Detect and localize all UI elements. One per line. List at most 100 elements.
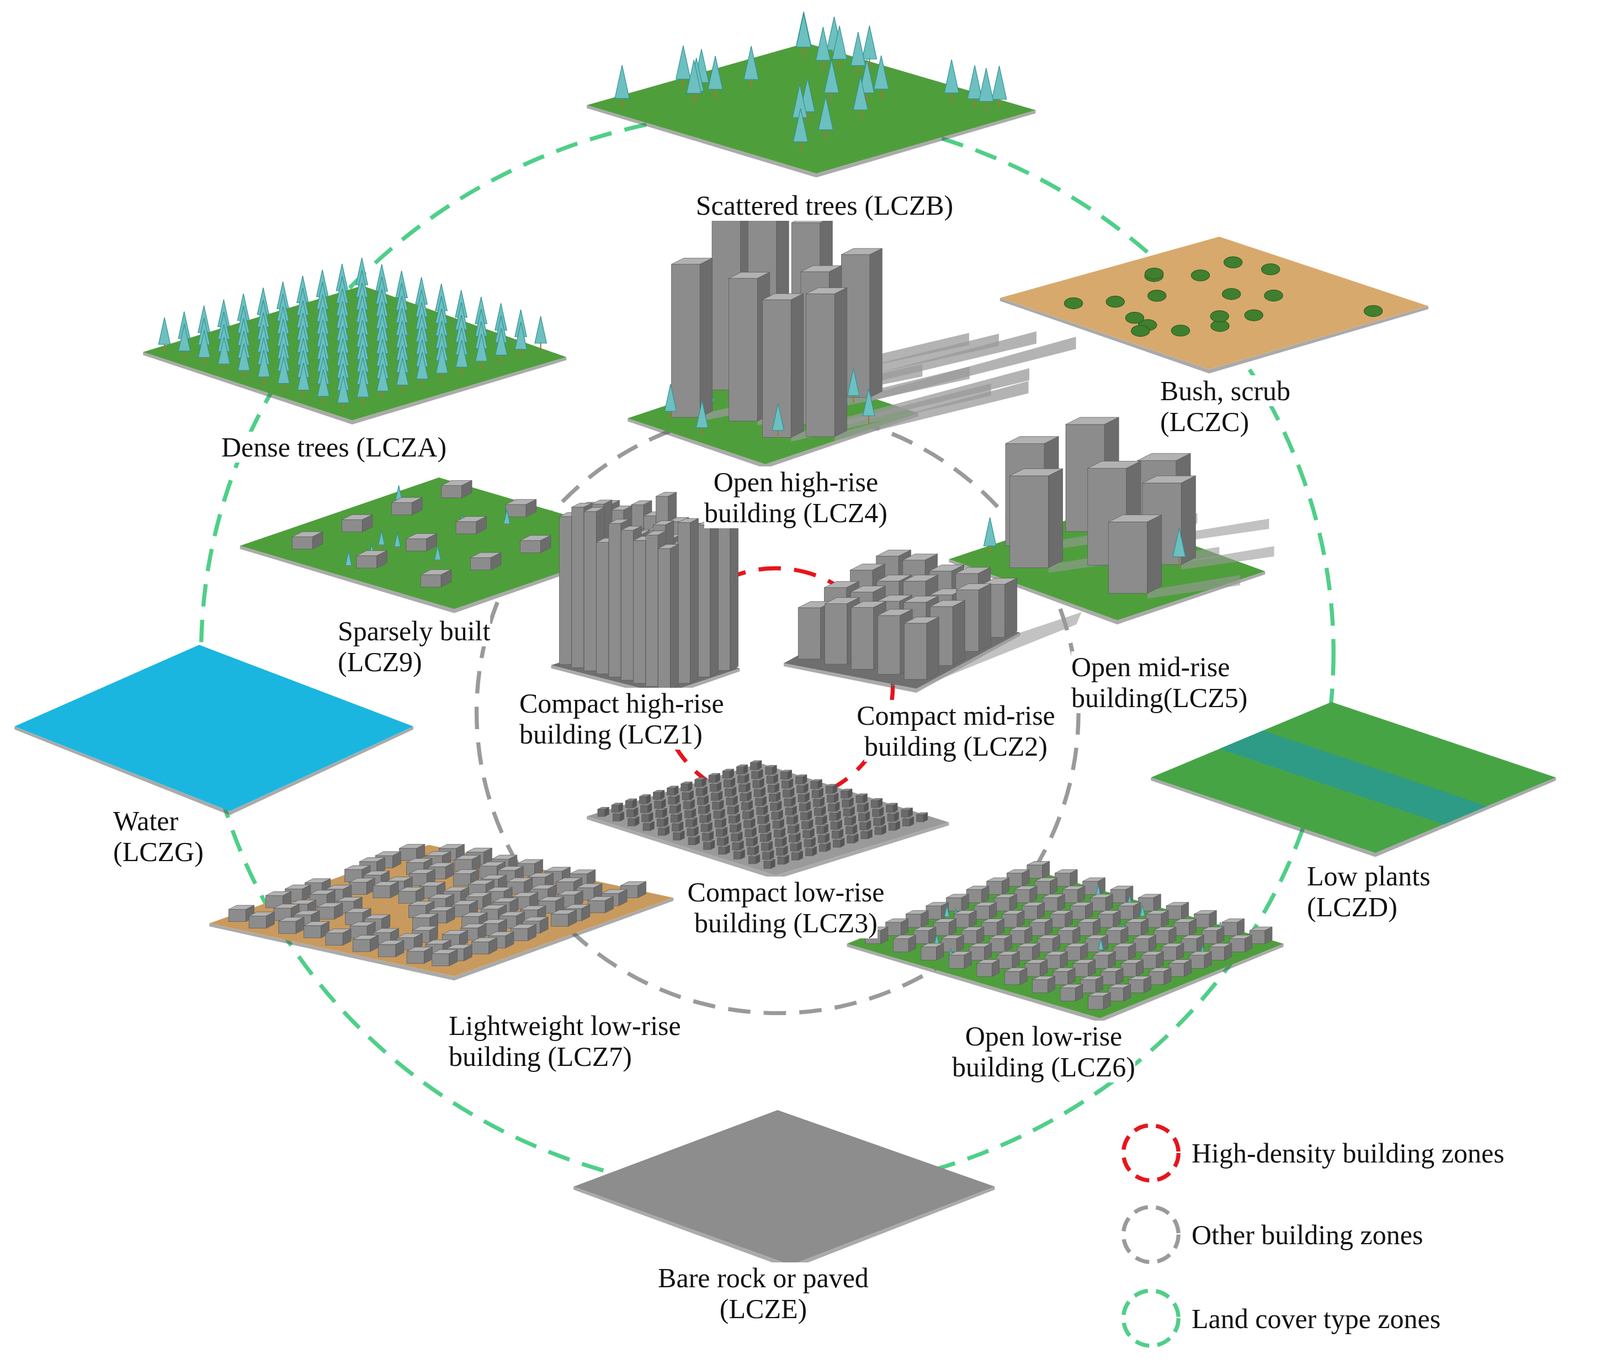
zone-label: Water (LCZG) — [113, 805, 232, 868]
building-front — [798, 607, 821, 659]
tree-crown — [979, 67, 994, 102]
tree-crown — [614, 65, 630, 99]
building-side — [1161, 910, 1169, 927]
building-front — [571, 507, 584, 668]
bush — [1106, 295, 1125, 307]
legend-entry: Other building zones — [1191, 1219, 1600, 1251]
building-side — [797, 841, 802, 852]
building-side — [992, 959, 1000, 977]
building-side — [838, 828, 843, 839]
building-front — [771, 812, 779, 820]
zone-label: Dense trees (LCZA) — [168, 431, 500, 463]
building-side — [735, 814, 740, 824]
building-side — [810, 828, 815, 838]
building-front — [1032, 979, 1049, 993]
building-front — [642, 823, 651, 831]
building-front — [611, 804, 619, 812]
building-side — [1017, 910, 1025, 927]
building-front — [587, 900, 605, 913]
building-front — [681, 783, 689, 791]
building-front — [657, 827, 666, 836]
zone-label-text: Open mid-rise building(LCZ5) — [1071, 651, 1248, 714]
building-side — [964, 951, 972, 969]
bush — [1147, 290, 1167, 302]
other-building-zone-ring — [476, 411, 1079, 1014]
building-side — [751, 818, 756, 828]
building-side — [1133, 902, 1141, 919]
tree-crown — [495, 327, 507, 355]
building-front — [228, 909, 246, 922]
building-front — [352, 939, 370, 952]
building-side — [880, 816, 885, 826]
building-front — [753, 789, 762, 797]
building-side — [881, 825, 886, 835]
building-side — [805, 792, 810, 802]
tree-crown — [345, 550, 352, 566]
zone-label: Open low-rise building (LCZ6) — [936, 1020, 1152, 1083]
building-side — [1204, 951, 1212, 969]
building-side — [1095, 975, 1103, 993]
building-front — [743, 820, 752, 828]
building-side — [1103, 992, 1111, 1009]
building-side — [909, 816, 914, 827]
building-front — [470, 557, 491, 570]
building-side — [689, 790, 694, 801]
building-side — [703, 786, 708, 796]
building-side — [748, 800, 753, 811]
zone-label-text: Open high-rise building (LCZ4) — [704, 466, 888, 529]
building-side — [850, 806, 855, 817]
building-side — [461, 480, 472, 498]
tree-crown — [695, 400, 708, 428]
building-side — [677, 812, 682, 823]
building-front — [788, 825, 796, 833]
building-front — [431, 953, 449, 966]
building-front — [763, 861, 772, 869]
building-side — [746, 782, 751, 792]
building-front — [699, 815, 708, 823]
building-side — [865, 811, 870, 822]
building-side — [926, 617, 939, 680]
building-side — [1067, 967, 1076, 985]
building-front — [728, 815, 736, 823]
building-front — [723, 779, 731, 788]
zone-label: Compact high-rise building (LCZ1) — [519, 687, 763, 750]
building-side — [568, 910, 577, 927]
building-front — [684, 810, 692, 818]
building-front — [668, 796, 676, 805]
building-side — [908, 934, 916, 952]
building-side — [969, 910, 977, 927]
building-side — [1181, 902, 1189, 919]
tree-crown — [394, 532, 401, 547]
building-side — [416, 844, 425, 861]
building-front — [745, 829, 753, 837]
building-front — [670, 815, 678, 823]
building-front — [841, 790, 849, 799]
building-side — [1093, 918, 1101, 935]
building-front — [775, 838, 783, 847]
tree-trunk — [621, 97, 623, 108]
building-side — [745, 773, 749, 784]
tree-crown — [534, 316, 547, 344]
building-side — [879, 807, 884, 817]
building-side — [646, 794, 651, 804]
building-front — [612, 814, 620, 822]
tree-crown — [967, 65, 982, 99]
building-side — [505, 931, 514, 949]
tree-crown — [676, 45, 691, 80]
building-side — [732, 787, 737, 797]
dense-trees-tile — [142, 285, 567, 421]
zone-label-text: Water (LCZG) — [113, 805, 204, 868]
building-side — [1077, 885, 1086, 903]
tree-crown — [983, 517, 997, 546]
building-front — [657, 548, 671, 690]
building-side — [989, 902, 997, 919]
tree-crown — [708, 55, 723, 89]
building-side — [678, 821, 683, 832]
building-front — [687, 828, 695, 836]
building-side — [680, 830, 685, 841]
building-front — [877, 615, 901, 675]
building-front — [608, 523, 621, 677]
building-front — [669, 805, 677, 813]
building-front — [901, 809, 909, 817]
tree-trunk — [859, 108, 861, 120]
